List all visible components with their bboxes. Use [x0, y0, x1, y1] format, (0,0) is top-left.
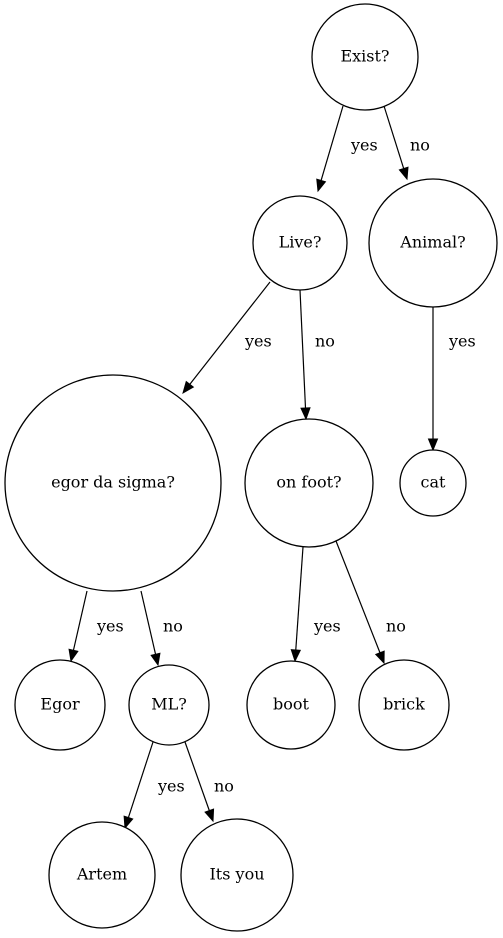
node-cat: cat — [399, 449, 467, 517]
edge-exist-to-animal: no — [383, 105, 430, 181]
node-circle — [14, 659, 106, 751]
edges-layer: yes no yes no yes yes no yes no yes no — [68, 105, 476, 830]
node-circle — [4, 374, 222, 592]
edge-label-yes: yes — [350, 136, 378, 155]
edge-line — [72, 590, 88, 651]
node-live: Live? — [252, 195, 348, 291]
node-egor-sigma: egor da sigma? — [4, 374, 222, 592]
edge-line — [299, 289, 307, 409]
node-egor: Egor — [14, 659, 106, 751]
node-on-foot: on foot? — [244, 418, 374, 548]
node-circle — [246, 660, 336, 750]
arrowhead-icon — [204, 808, 215, 823]
node-ml: ML? — [128, 664, 210, 746]
arrowhead-icon — [182, 380, 195, 395]
arrowhead-icon — [300, 407, 311, 421]
node-exist: Exist? — [311, 3, 419, 111]
edge-line — [189, 281, 271, 385]
node-label: cat — [421, 473, 447, 492]
edge-ml-to-artem: yes — [123, 741, 185, 830]
node-circle — [128, 664, 210, 746]
nodes-layer: Exist? Live? Animal? egor da sigma? on foot?… — [4, 3, 498, 932]
arrowhead-icon — [123, 815, 134, 830]
edge-on-foot-to-boot: yes — [290, 546, 341, 663]
node-circle — [180, 818, 294, 932]
edge-label-no: no — [163, 617, 183, 636]
node-label: on foot? — [276, 473, 341, 492]
node-label: Animal? — [399, 233, 465, 252]
edge-line — [383, 105, 405, 169]
node-label: egor da sigma? — [51, 473, 175, 492]
node-label: Its you — [209, 865, 264, 884]
edge-label-no: no — [315, 332, 335, 351]
edge-label-yes: yes — [313, 617, 341, 636]
node-circle — [311, 3, 419, 111]
edge-live-to-on-foot: no — [299, 289, 335, 421]
node-label: brick — [383, 695, 425, 714]
node-label: boot — [273, 695, 310, 714]
node-circle — [368, 178, 498, 308]
node-circle — [48, 821, 156, 929]
arrowhead-icon — [150, 652, 161, 667]
arrowhead-icon — [316, 178, 327, 193]
node-artem: Artem — [48, 821, 156, 929]
edge-label-yes: yes — [448, 332, 476, 351]
edge-label-no: no — [214, 777, 234, 796]
edge-line — [335, 540, 381, 653]
edge-line — [295, 546, 304, 651]
edge-label-yes: yes — [244, 332, 272, 351]
node-label: Egor — [40, 695, 80, 714]
arrowhead-icon — [68, 648, 79, 663]
edge-ml-to-its-you: no — [184, 741, 234, 823]
edge-line — [140, 590, 157, 655]
node-circle — [399, 449, 467, 517]
arrowhead-icon — [398, 166, 409, 181]
edge-label-no: no — [386, 617, 406, 636]
edge-line — [184, 741, 210, 811]
edge-label-yes: yes — [157, 777, 185, 796]
edge-line — [127, 741, 154, 818]
edge-live-to-egor-sigma: yes — [182, 281, 272, 395]
edge-label-yes: yes — [96, 617, 124, 636]
node-circle — [244, 418, 374, 548]
node-its-you: Its you — [180, 818, 294, 932]
node-label: Artem — [76, 865, 127, 884]
node-animal: Animal? — [368, 178, 498, 308]
arrowhead-icon — [427, 438, 439, 452]
edge-exist-to-live: yes — [316, 105, 378, 193]
edge-egor-sigma-to-egor: yes — [68, 590, 124, 663]
node-brick: brick — [358, 659, 450, 751]
node-label: Live? — [279, 233, 322, 252]
edge-animal-to-cat: yes — [427, 307, 476, 452]
edge-on-foot-to-brick: no — [335, 540, 406, 665]
node-label: Exist? — [340, 47, 389, 66]
arrowhead-icon — [290, 649, 302, 663]
node-boot: boot — [246, 660, 336, 750]
edge-egor-sigma-to-ml: no — [140, 590, 183, 667]
node-label: ML? — [151, 695, 187, 714]
arrowhead-icon — [374, 650, 385, 665]
edge-label-no: no — [410, 136, 430, 155]
node-circle — [252, 195, 348, 291]
node-circle — [358, 659, 450, 751]
edge-line — [320, 105, 344, 181]
